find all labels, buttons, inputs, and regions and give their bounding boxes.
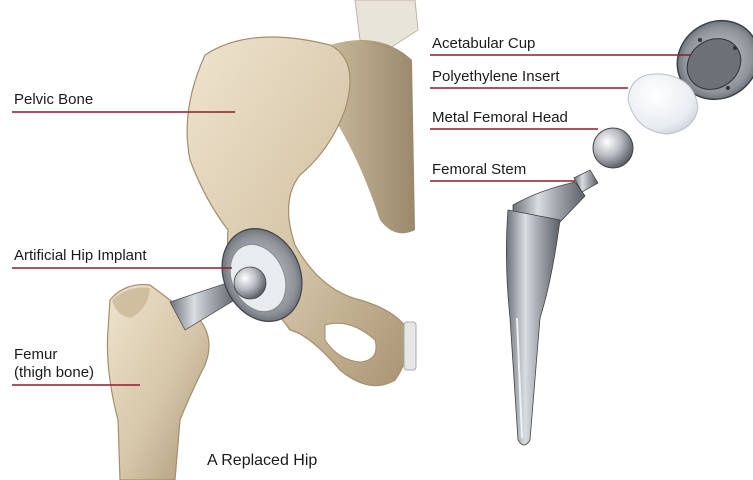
pelvic-bone-illustration xyxy=(187,0,418,386)
label-polyethylene-insert: Polyethylene Insert xyxy=(432,68,560,86)
label-acetabular-cup: Acetabular Cup xyxy=(432,35,535,53)
label-pelvic-bone: Pelvic Bone xyxy=(14,91,93,109)
femoral-stem-illustration xyxy=(506,170,598,445)
label-artificial-hip-implant: Artificial Hip Implant xyxy=(14,247,147,265)
caption-replaced-hip: A Replaced Hip xyxy=(207,452,317,470)
label-femur: Femur xyxy=(14,346,57,364)
label-metal-femoral-head: Metal Femoral Head xyxy=(432,109,568,127)
metal-femoral-head-illustration xyxy=(593,128,633,168)
label-femoral-stem: Femoral Stem xyxy=(432,161,526,179)
label-femur-subtitle: (thigh bone) xyxy=(14,364,94,382)
